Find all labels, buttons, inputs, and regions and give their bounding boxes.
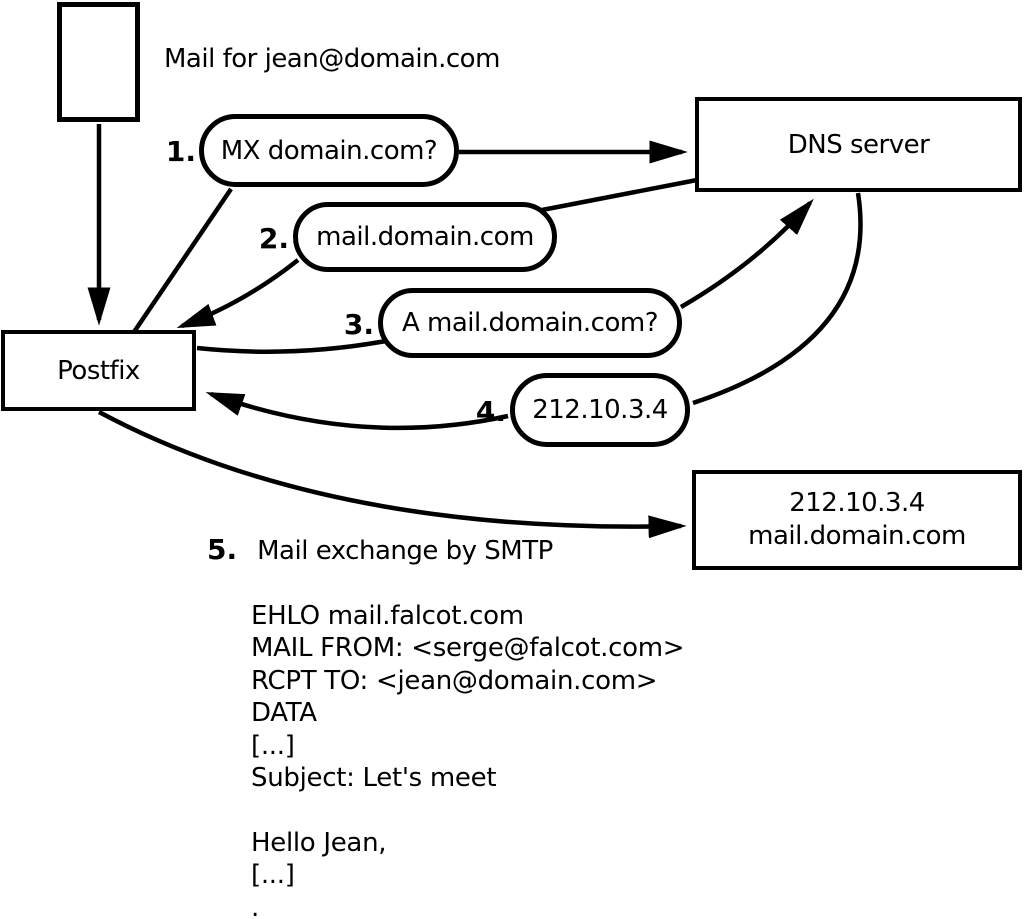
smtp-line: MAIL FROM: <serge@falcot.com> <box>251 633 685 664</box>
query-pill-a-label: A mail.domain.com? <box>402 308 659 338</box>
dns-server-node-label: DNS server <box>787 129 930 160</box>
step-number-4: 4. <box>475 395 506 428</box>
smtp-line: DATA <box>251 698 317 729</box>
arrow-query3-to-dns <box>679 198 814 309</box>
arrow-postfix-to-mailserver <box>97 410 687 539</box>
query-pill-mx-label: MX domain.com? <box>220 135 438 166</box>
dns-server-node: DNS server <box>695 97 1022 192</box>
step-number-5: 5. <box>207 533 238 566</box>
postfix-node: Postfix <box>1 330 196 411</box>
smtp-line: Hello Jean, <box>251 827 387 858</box>
line-postfix-to-query3 <box>196 338 387 354</box>
query-pill-a: A mail.domain.com? <box>378 288 682 358</box>
mail-message-icon <box>57 2 140 122</box>
line-postfix-to-query1 <box>132 187 233 334</box>
smtp-line: Subject: Let's meet <box>251 762 497 793</box>
smtp-line: . <box>251 892 259 919</box>
step-number-2: 2. <box>258 222 289 255</box>
postfix-node-label: Postfix <box>57 355 140 386</box>
step-number-3: 3. <box>343 308 374 341</box>
smtp-line-blank <box>251 794 684 826</box>
mail-server-ip: 212.10.3.4 <box>789 488 925 518</box>
answer-pill-mx-label: mail.domain.com <box>316 222 534 252</box>
step-5-label: Mail exchange by SMTP <box>257 536 553 566</box>
smtp-line: RCPT TO: <jean@domain.com> <box>251 665 658 696</box>
step-number-1: 1. <box>165 135 196 168</box>
arrow-answer2-to-postfix <box>176 258 300 329</box>
mail-title: Mail for jean@domain.com <box>164 44 500 74</box>
answer-pill-mx: mail.domain.com <box>293 202 557 272</box>
line-dns-to-answer2 <box>541 177 698 213</box>
smtp-line: [...] <box>251 860 295 891</box>
mail-server-node: 212.10.3.4 mail.domain.com <box>692 470 1022 570</box>
answer-pill-ip-label: 212.10.3.4 <box>532 395 668 425</box>
smtp-line: [...] <box>251 730 295 761</box>
step-5-row: 5. Mail exchange by SMTP <box>207 533 553 566</box>
mail-server-hostname: mail.domain.com <box>748 521 966 551</box>
smtp-session-transcript: EHLO mail.falcot.com MAIL FROM: <serge@f… <box>251 600 685 919</box>
smtp-line: EHLO mail.falcot.com <box>251 601 524 631</box>
arrow-answer4-to-postfix <box>205 391 509 431</box>
answer-pill-ip: 212.10.3.4 <box>510 373 690 447</box>
query-pill-mx: MX domain.com? <box>199 114 459 187</box>
line-dns-to-answer4 <box>692 192 863 406</box>
